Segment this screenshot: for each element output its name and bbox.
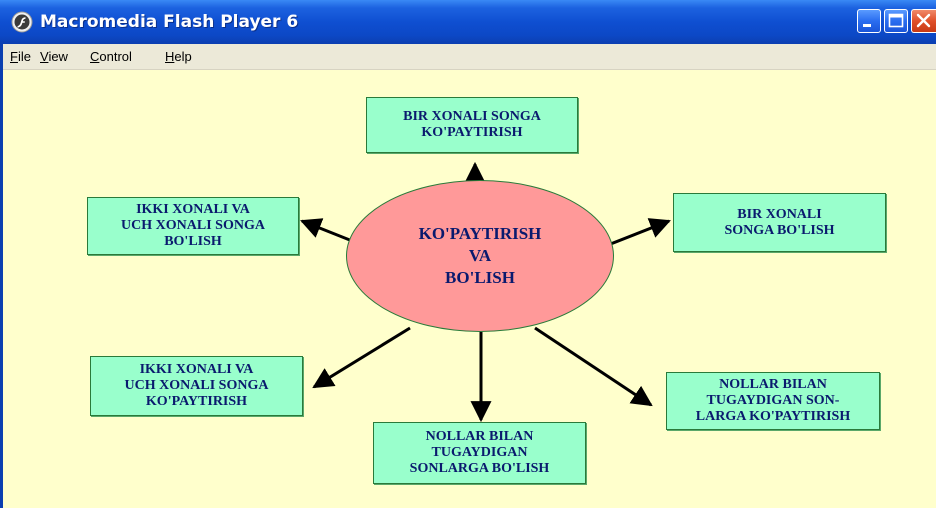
- minimize-icon: [863, 24, 871, 27]
- box-left-lower[interactable]: IKKI XONALI VA UCH XONALI SONGA KO'PAYTI…: [90, 356, 303, 416]
- menu-view[interactable]: View: [40, 49, 68, 64]
- flash-player-icon[interactable]: [11, 11, 33, 33]
- box-left-upper[interactable]: IKKI XONALI VA UCH XONALI SONGA BO'LISH: [87, 197, 299, 255]
- diagram-arrows: [300, 161, 671, 423]
- menu-bar: File View Control Help: [0, 44, 936, 70]
- maximize-button[interactable]: [884, 9, 908, 33]
- box-right-upper[interactable]: BIR XONALI SONGA BO'LISH: [673, 193, 886, 252]
- close-icon: [916, 13, 931, 28]
- minimize-button[interactable]: [857, 9, 881, 33]
- flash-stage[interactable]: BIR XONALI SONGA KO'PAYTIRISH IKKI XONAL…: [0, 70, 936, 508]
- box-bottom[interactable]: NOLLAR BILAN TUGAYDIGAN SONLARGA BO'LISH: [373, 422, 586, 484]
- arrow-right-lower: [534, 326, 653, 407]
- window-left-border: [0, 44, 3, 508]
- box-top[interactable]: BIR XONALI SONGA KO'PAYTIRISH: [366, 97, 578, 153]
- box-right-lower[interactable]: NOLLAR BILAN TUGAYDIGAN SON- LARGA KO'PA…: [666, 372, 880, 430]
- arrow-left-lower: [312, 326, 411, 389]
- window-title: Macromedia Flash Player 6: [40, 12, 299, 32]
- close-button[interactable]: [911, 9, 936, 33]
- menu-file[interactable]: File: [10, 49, 31, 64]
- title-bar[interactable]: Macromedia Flash Player 6: [0, 0, 936, 44]
- center-ellipse[interactable]: KO'PAYTIRISH VA BO'LISH: [346, 180, 614, 332]
- menu-control[interactable]: Control: [90, 49, 132, 64]
- maximize-icon: [888, 13, 904, 28]
- menu-help[interactable]: Help: [165, 49, 192, 64]
